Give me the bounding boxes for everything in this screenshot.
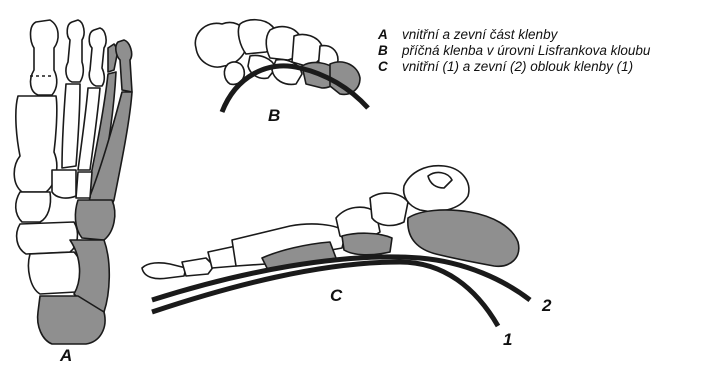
label-arch-2: 2 (542, 296, 551, 316)
transverse-bone-4 (292, 34, 322, 66)
legend-text: vnitřní a zevní část klenby (402, 27, 557, 43)
navicular (17, 222, 78, 254)
lateral-toe-2 (182, 258, 214, 276)
label-b: B (268, 106, 280, 126)
metatarsal-1 (14, 96, 57, 192)
cuneiform-middle (52, 170, 76, 198)
transverse-arch-view (195, 20, 368, 112)
cuneiform-lateral (76, 172, 92, 198)
legend-key: B (378, 43, 402, 59)
legend: A vnitřní a zevní část klenby B příčná k… (378, 27, 650, 75)
label-c: C (330, 286, 342, 306)
cuboid (75, 200, 114, 240)
legend-row-c: C vnitřní (1) a zevní (2) oblouk klenby … (378, 59, 650, 75)
legend-row-a: A vnitřní a zevní část klenby (378, 27, 650, 43)
talus (28, 252, 81, 294)
legend-text: vnitřní (1) a zevní (2) oblouk klenby (1… (402, 59, 633, 75)
legend-text: příčná klenba v úrovni Lisfrankova kloub… (402, 43, 650, 59)
cuneiform-medial (16, 192, 51, 222)
toe-third (89, 28, 106, 86)
lateral-cuboid (342, 233, 392, 255)
legend-key: A (378, 27, 402, 43)
toe-second (66, 20, 84, 82)
metatarsal-2 (62, 84, 80, 168)
toe-fifth (116, 40, 132, 92)
label-arch-1: 1 (503, 330, 512, 350)
legend-key: C (378, 59, 402, 75)
toe-big (31, 20, 59, 95)
foot-dorsal-view (14, 20, 132, 344)
lateral-toe-1 (142, 263, 186, 279)
legend-row-b: B příčná klenba v úrovni Lisfrankova klo… (378, 43, 650, 59)
label-a: A (60, 346, 72, 366)
lateral-navicular (370, 193, 408, 225)
